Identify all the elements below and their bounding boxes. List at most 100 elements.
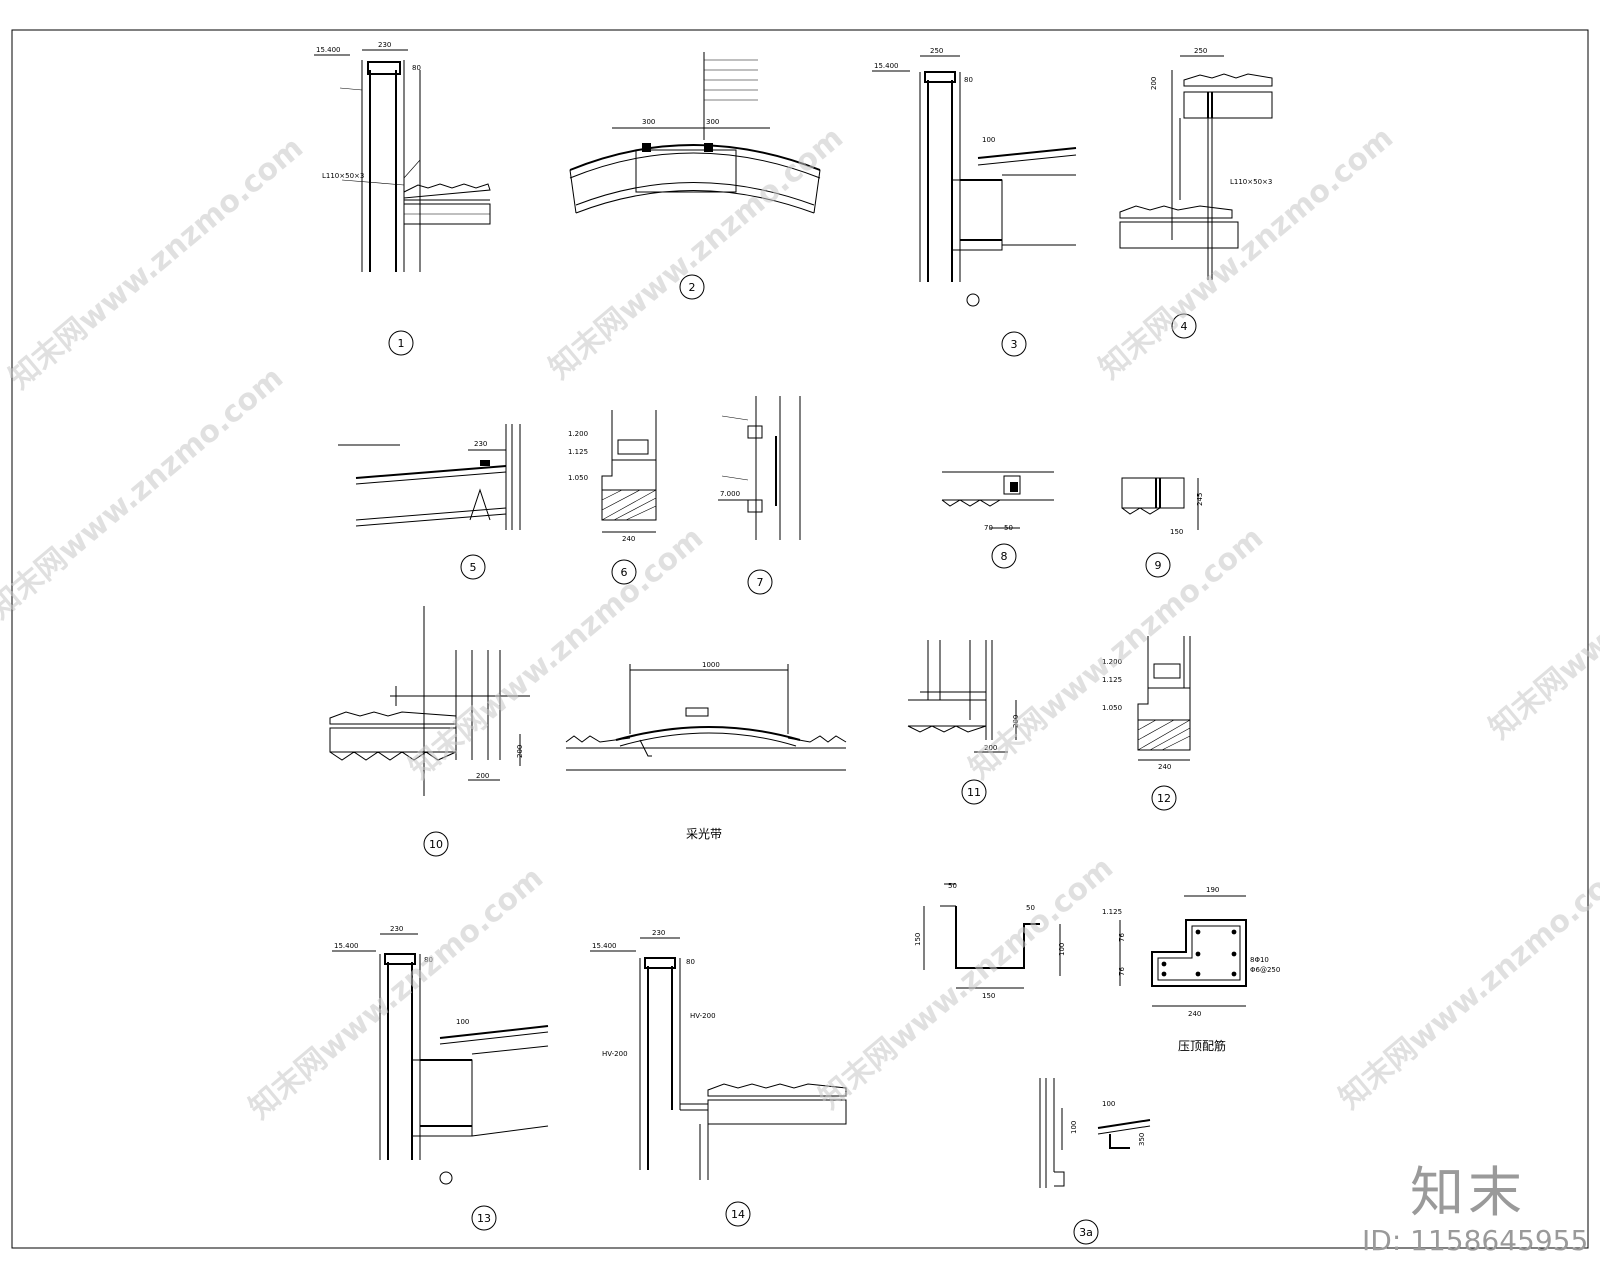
detail-13-number-circle (471, 1205, 497, 1231)
detail-9-number-circle (1145, 552, 1171, 578)
section-2-elevation: 1.125 (1102, 908, 1122, 916)
detail-3a: 100 100 350 (1039, 1078, 1151, 1188)
section-2-dim-upper: 76 (1118, 933, 1126, 942)
detail-5-number: 5 (470, 561, 477, 574)
detail-8-number-circle (991, 543, 1017, 569)
detail-3: 15.400 250 80 100 (872, 47, 1077, 307)
detail-13-elevation: 15.400 (334, 942, 359, 950)
detail-5-number-circle (460, 554, 486, 580)
section-1-dim-top-left: 50 (948, 882, 957, 890)
detail-2-number-circle (679, 274, 705, 300)
section-1-dim-right-height: 100 (1058, 943, 1066, 956)
detail-6-elevation-3: 1.050 (568, 474, 588, 482)
detail-1-dim-width: 230 (378, 41, 391, 49)
detail-7-elevation: 7.000 (720, 490, 740, 498)
skylight-caption: 采光带 (686, 827, 722, 841)
detail-13-number: 13 (477, 1212, 491, 1225)
detail-13: 15.400 230 80 100 (332, 925, 549, 1185)
detail-9: 245 150 (1121, 477, 1204, 536)
section-2-dim-top: 190 (1206, 886, 1219, 894)
detail-3-number: 3 (1011, 338, 1018, 351)
detail-13-dim-width: 230 (390, 925, 403, 933)
detail-1: 15.400 230 80 L110×50×3 (314, 41, 491, 272)
detail-8: 70 50 (941, 471, 1054, 532)
detail-4: 250 200 L110×50×3 (1119, 47, 1273, 280)
watermark-text: 知末网www.znzmo.com (813, 850, 1120, 1116)
section-1-dim-top-right: 50 (1026, 904, 1035, 912)
detail-7-number: 7 (757, 576, 764, 589)
detail-3a-number-circle (1073, 1219, 1099, 1245)
detail-4-angle-label: L110×50×3 (1230, 178, 1272, 186)
detail-4-number-circle (1171, 313, 1197, 339)
detail-4-dim-height: 200 (1150, 77, 1158, 90)
section-2-dim-lower: 76 (1118, 967, 1126, 976)
detail-3-dim-width: 250 (930, 47, 943, 55)
detail-3a-dim-2: 100 (1102, 1100, 1115, 1108)
detail-2: 300 300 (569, 52, 821, 214)
detail-6: 1.200 1.125 1.050 240 (568, 410, 657, 543)
detail-14-number-circle (725, 1201, 751, 1227)
detail-1-number-circle (388, 330, 414, 356)
image-id-label: ID: 1158645955 (1362, 1224, 1589, 1257)
watermark-text: 知末网www.znzmo.com (1333, 850, 1600, 1116)
watermark-text: 知末网www.znzmo.com (3, 130, 310, 396)
detail-11-number: 11 (967, 786, 981, 799)
detail-1-elevation: 15.400 (316, 46, 341, 54)
section-gutter-strip: 50 150 50 100 150 (914, 882, 1066, 1000)
detail-12-elevation-2: 1.125 (1102, 676, 1122, 684)
detail-2-dim-right: 300 (706, 118, 719, 126)
detail-14-dim-width: 230 (652, 929, 665, 937)
detail-11: 200 200 (907, 640, 1020, 753)
detail-14-hv-right: HV-200 (690, 1012, 716, 1020)
watermark-text: 知末网www.znzmo.com (243, 860, 550, 1126)
detail-8-number: 8 (1001, 550, 1008, 563)
detail-5: 230 (338, 424, 521, 530)
section-2-rebar-main: 8Φ10 (1250, 956, 1269, 964)
watermark-text: 知末网www.znzmo.com (543, 120, 850, 386)
detail-7: 7.000 (718, 396, 801, 540)
detail-12-number: 12 (1157, 792, 1171, 805)
skylight-detail: 1000 (565, 661, 847, 771)
watermark-layer: 知末网www.znzmo.com 知末网www.znzmo.com 知末网www… (0, 120, 1600, 1126)
section-1-dim-bottom: 150 (982, 992, 995, 1000)
sheet-border (11, 29, 1589, 1249)
brand-logo: 知末 (1410, 1161, 1526, 1224)
detail-3a-number: 3a (1079, 1226, 1093, 1239)
section-coping: 190 1.125 76 76 240 8Φ10 Φ6@250 (1102, 886, 1280, 1018)
detail-10-dim-width: 200 (476, 772, 489, 780)
detail-7-number-circle (747, 569, 773, 595)
detail-9-dim-width: 150 (1170, 528, 1183, 536)
detail-14-hv-left: HV-200 (602, 1050, 628, 1058)
detail-6-elevation-2: 1.125 (568, 448, 588, 456)
detail-6-elevation-1: 1.200 (568, 430, 588, 438)
detail-3a-dim-1: 100 (1070, 1121, 1078, 1134)
detail-14-elevation: 15.400 (592, 942, 617, 950)
detail-1-number: 1 (398, 337, 405, 350)
detail-12-dim: 240 (1158, 763, 1171, 771)
detail-1-angle-label: L110×50×3 (322, 172, 364, 180)
detail-12: 1.200 1.125 1.050 240 (1102, 636, 1191, 771)
detail-14-dim-cap: 80 (686, 958, 695, 966)
detail-9-number: 9 (1155, 559, 1162, 572)
watermark-text: 知末网www.znzmo.com (0, 360, 290, 626)
detail-3-dim-cap: 80 (964, 76, 973, 84)
detail-14-number: 14 (731, 1208, 745, 1221)
watermark-text: 知末网www.znzmo.com (963, 520, 1270, 786)
detail-14: 15.400 230 80 HV-200 HV-200 (590, 929, 847, 1180)
detail-3-number-circle (1001, 331, 1027, 357)
detail-9-dim-height: 245 (1196, 493, 1204, 506)
detail-12-elevation-1: 1.200 (1102, 658, 1122, 666)
detail-2-dim-left: 300 (642, 118, 655, 126)
detail-13-dim-cap: 80 (424, 956, 433, 964)
detail-4-dim-width: 250 (1194, 47, 1207, 55)
detail-10: 200 200 (329, 606, 530, 796)
section-2-dim-bottom: 240 (1188, 1010, 1201, 1018)
detail-11-number-circle (961, 779, 987, 805)
detail-6-dim: 240 (622, 535, 635, 543)
detail-6-number-circle (611, 559, 637, 585)
detail-3-elevation: 15.400 (874, 62, 899, 70)
detail-10-number: 10 (429, 838, 443, 851)
watermark-text: 知末网www.znzmo.com (1093, 120, 1400, 386)
detail-3a-dim-3: 350 (1138, 1133, 1146, 1146)
